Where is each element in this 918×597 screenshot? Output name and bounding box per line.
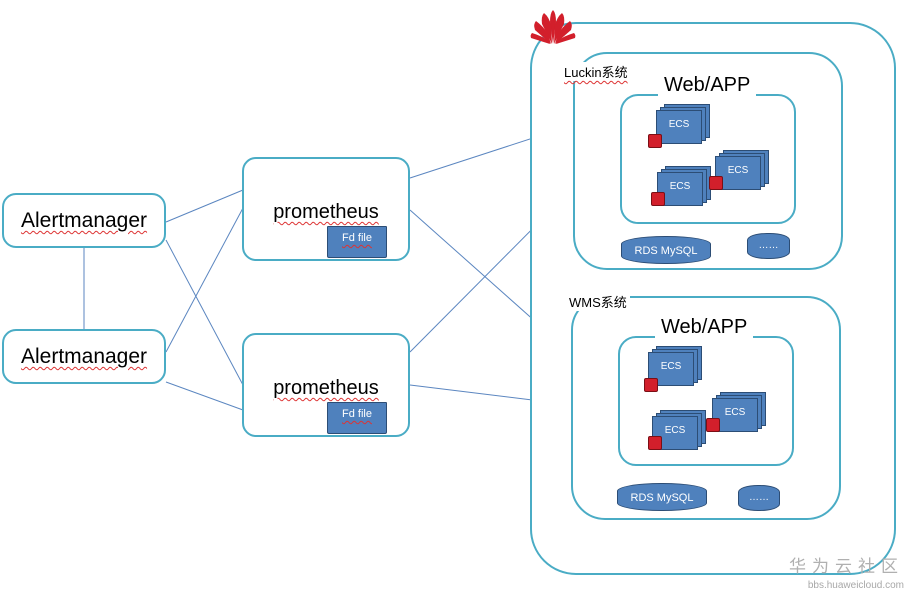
watermark-text: 华为云社区 <box>789 557 904 577</box>
prometheus-node-1: prometheus Fd file <box>242 157 410 261</box>
more-resources-label: …… <box>749 492 769 503</box>
link-am2-p1 <box>165 207 244 353</box>
rds-mysql-label: RDS MySQL <box>630 492 694 504</box>
prometheus-label: prometheus <box>273 377 379 399</box>
ecs-label: ECS <box>656 110 702 144</box>
alertmanager-label: Alertmanager <box>20 209 148 232</box>
server-cube-icon <box>709 176 723 190</box>
fd-file-label: Fd file <box>342 408 372 420</box>
more-resources-database: …… <box>747 233 790 259</box>
link-am1-p1 <box>165 189 244 223</box>
server-cube-icon <box>706 418 720 432</box>
server-cube-icon <box>644 378 658 392</box>
link-am2-p2 <box>165 381 244 411</box>
prometheus-node-2: prometheus Fd file <box>242 333 410 437</box>
fd-file-label: Fd file <box>342 232 372 244</box>
ecs-server-stack: ECS <box>651 166 713 210</box>
rds-mysql-database: RDS MySQL <box>621 236 711 264</box>
fd-file-document: Fd file <box>327 226 387 258</box>
link-am1-p2 <box>165 239 244 386</box>
luckin-webapp-title: Web/APP <box>658 74 757 97</box>
server-cube-icon <box>651 192 665 206</box>
alertmanager-node-1: Alertmanager <box>2 193 166 248</box>
wms-webapp-title: Web/APP <box>655 316 754 339</box>
luckin-system-title: Luckin系统 <box>561 62 631 81</box>
more-resources-database: …… <box>738 485 780 511</box>
ecs-server-stack: ECS <box>648 410 708 454</box>
huawei-logo-icon <box>530 10 576 44</box>
ecs-server-stack: ECS <box>648 104 712 148</box>
watermark-url: bbs.huaweicloud.com <box>807 580 904 591</box>
rds-mysql-database: RDS MySQL <box>617 483 707 511</box>
alertmanager-label: Alertmanager <box>20 345 148 368</box>
fd-file-document: Fd file <box>327 402 387 434</box>
server-cube-icon <box>648 436 662 450</box>
prometheus-label: prometheus <box>273 201 379 223</box>
ecs-label: ECS <box>712 398 758 432</box>
rds-mysql-label: RDS MySQL <box>634 245 698 257</box>
ecs-server-stack: ECS <box>644 346 704 392</box>
alertmanager-node-2: Alertmanager <box>2 329 166 384</box>
server-cube-icon <box>648 134 662 148</box>
wms-system-title: WMS系统 <box>566 292 630 311</box>
ecs-server-stack: ECS <box>706 392 768 436</box>
ecs-server-stack: ECS <box>709 150 771 194</box>
more-resources-label: …… <box>758 240 779 251</box>
